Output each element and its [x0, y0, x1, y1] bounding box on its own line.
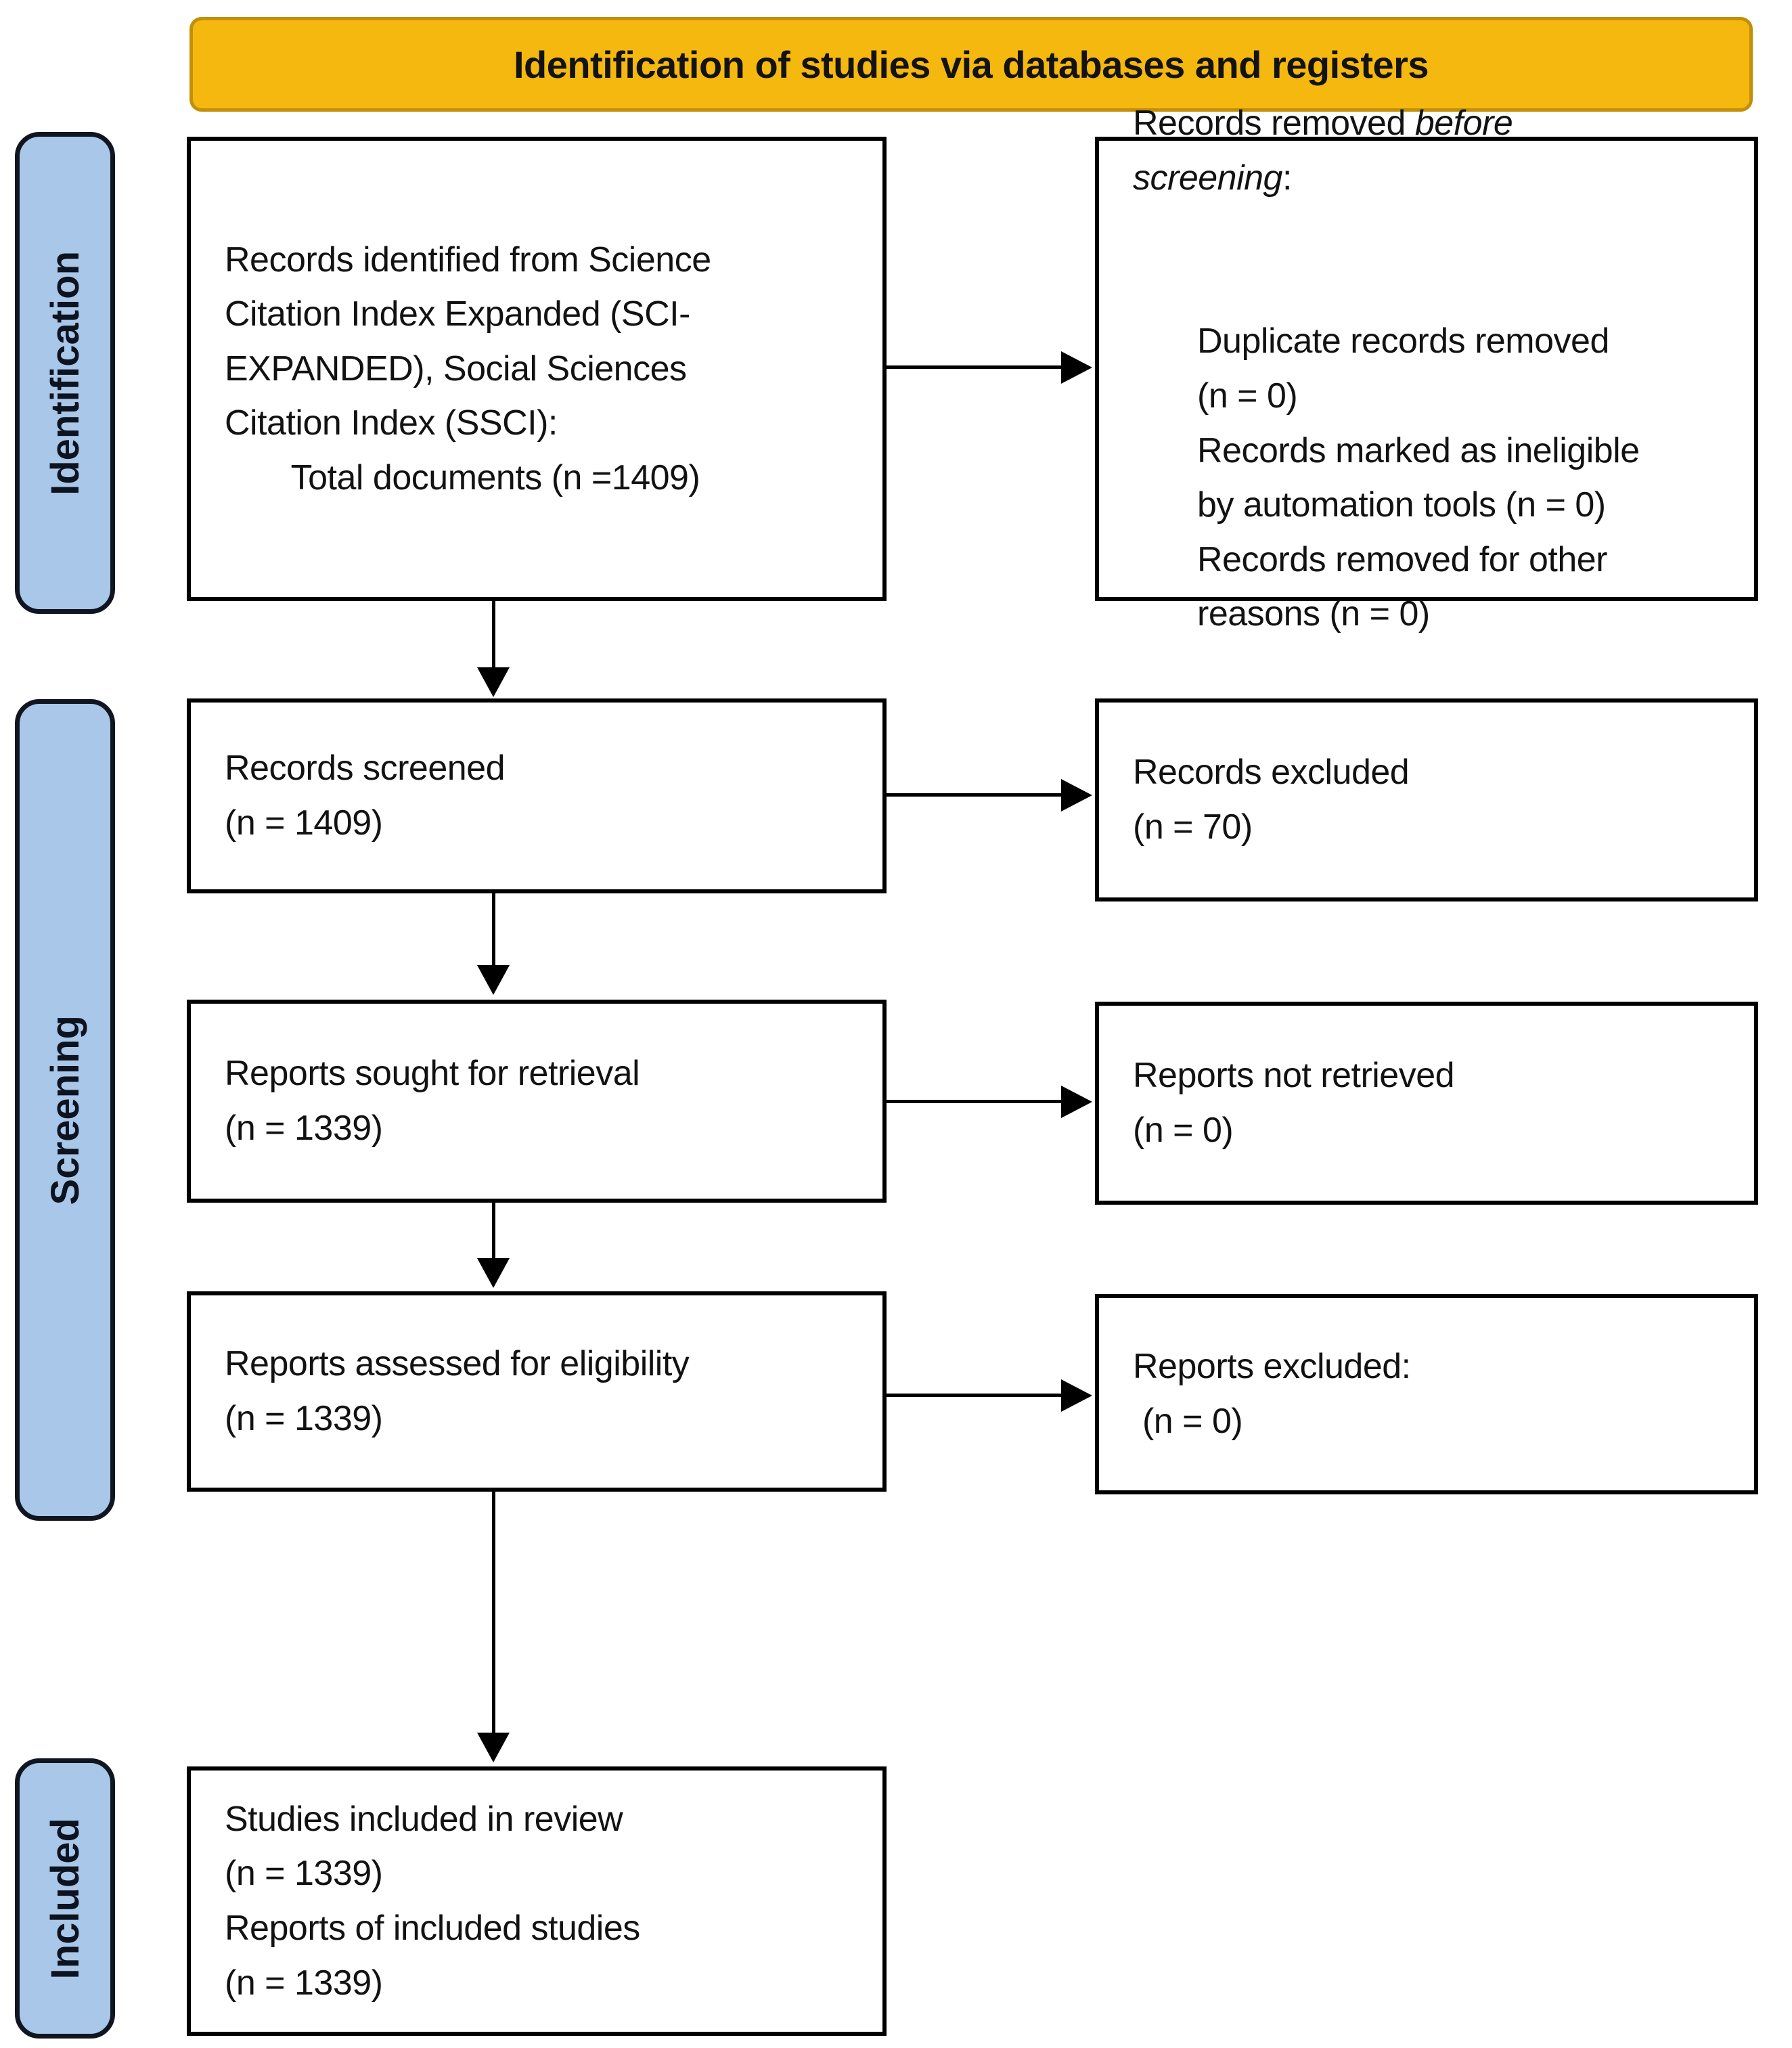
box-reports-excluded: Reports excluded: (n = 0)	[1095, 1294, 1758, 1494]
box-records-identified: Records identified from Science Citation…	[187, 137, 887, 601]
arrow-identified-to-screened-line	[492, 601, 495, 669]
box-reports-not-retrieved-text: Reports not retrieved (n = 0)	[1133, 1056, 1455, 1150]
arrow-assessed-to-included-line	[492, 1492, 495, 1734]
arrow-assessed-to-reports-excluded-line	[887, 1394, 1062, 1397]
box-studies-included: Studies included in review (n = 1339) Re…	[187, 1766, 887, 2036]
box-reports-assessed-text: Reports assessed for eligibility (n = 13…	[225, 1344, 690, 1438]
records-removed-colon: :	[1282, 158, 1292, 198]
box-records-identified-text: Records identified from Science Citation…	[225, 240, 711, 497]
box-reports-sought: Reports sought for retrieval (n = 1339)	[187, 1000, 887, 1203]
arrow-assessed-to-reports-excluded-head	[1061, 1379, 1092, 1412]
arrow-sought-to-assessed-line	[492, 1203, 495, 1260]
stage-screening: Screening	[15, 699, 115, 1521]
arrow-sought-to-not-retrieved-line	[887, 1100, 1062, 1103]
box-reports-assessed: Reports assessed for eligibility (n = 13…	[187, 1291, 887, 1492]
box-reports-not-retrieved: Reports not retrieved (n = 0)	[1095, 1002, 1758, 1205]
arrow-identified-to-screened-head	[477, 667, 510, 697]
box-records-excluded-text: Records excluded (n = 70)	[1133, 753, 1410, 847]
arrow-screened-to-sought-head	[477, 965, 510, 995]
box-records-removed-text: Records removed before screening: Duplic…	[1099, 0, 1754, 751]
box-reports-sought-text: Reports sought for retrieval (n = 1339)	[225, 1054, 640, 1148]
arrow-assessed-to-included-head	[477, 1733, 510, 1762]
box-reports-excluded-text: Reports excluded: (n = 0)	[1133, 1347, 1411, 1441]
banner-title: Identification of studies via databases …	[513, 43, 1429, 86]
box-records-excluded: Records excluded (n = 70)	[1095, 698, 1758, 901]
stage-included: Included	[15, 1758, 115, 2039]
banner-identification-of-studies: Identification of studies via databases …	[189, 17, 1753, 112]
box-records-removed-before-screening: Records removed before screening: Duplic…	[1095, 104, 1758, 633]
arrow-identified-to-removed-head	[1061, 351, 1092, 384]
arrow-identified-to-removed-line	[887, 365, 1062, 369]
records-removed-prefix: Records removed	[1133, 104, 1415, 143]
records-removed-heading: Records removed before screening:	[1133, 96, 1730, 205]
stage-identification-label: Identification	[43, 250, 87, 495]
records-removed-items: Duplicate records removed (n = 0) Record…	[1197, 321, 1640, 634]
stage-identification: Identification	[15, 132, 115, 614]
arrow-screened-to-excluded-head	[1061, 779, 1092, 811]
stage-included-label: Included	[43, 1817, 87, 1980]
box-studies-included-text: Studies included in review (n = 1339) Re…	[225, 1799, 640, 2003]
arrow-screened-to-excluded-line	[887, 793, 1062, 797]
arrow-sought-to-not-retrieved-head	[1061, 1086, 1092, 1118]
stage-screening-label: Screening	[43, 1015, 87, 1205]
box-records-screened: Records screened (n = 1409)	[187, 698, 887, 893]
arrow-screened-to-sought-line	[492, 893, 495, 966]
arrow-sought-to-assessed-head	[477, 1258, 510, 1288]
box-records-screened-text: Records screened (n = 1409)	[225, 749, 506, 843]
records-removed-italic: before screening	[1133, 104, 1513, 198]
